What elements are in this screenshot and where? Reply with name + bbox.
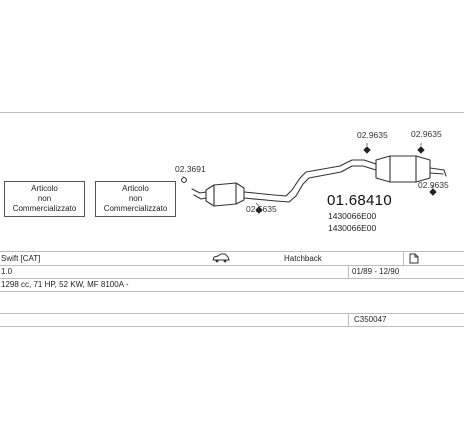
intermediate-pipe (243, 159, 377, 197)
document-icon (409, 253, 419, 264)
not-available-box: Articolo non Commercializzato (95, 181, 176, 217)
mounting-rubber (429, 188, 437, 196)
row-separator (0, 251, 464, 252)
car-icon (212, 253, 230, 263)
not-available-box: Articolo non Commercializzato (4, 181, 85, 217)
catalog-code: C350047 (354, 315, 387, 324)
row-separator (0, 278, 464, 279)
leader-line (255, 202, 260, 207)
catalytic-converter (205, 182, 245, 207)
not-available-line: non (128, 194, 143, 203)
mounting-rubber (363, 146, 371, 154)
not-available-line: Articolo (122, 184, 149, 193)
main-part-number: 01.68410 (327, 192, 392, 209)
rear-silencer (375, 155, 431, 183)
column-separator (348, 265, 349, 278)
engine-size: 1.0 (1, 267, 13, 276)
part-number-label: 02.9635 (357, 130, 388, 140)
intermediate-pipe (243, 165, 377, 203)
not-available-line: Commercializzato (12, 204, 77, 213)
leader-line (431, 184, 434, 189)
not-available-line: Articolo (31, 184, 58, 193)
production-dates: 01/89 - 12/90 (352, 267, 400, 276)
vehicle-body-type: Hatchback (284, 254, 322, 263)
oe-reference: 1430066E00 (328, 223, 377, 233)
part-number-label: 02.9635 (418, 180, 449, 190)
not-available-line: Commercializzato (103, 204, 168, 213)
vehicle-model: Swift [CAT] (1, 254, 41, 263)
front-pipe (193, 194, 207, 200)
top-border (0, 112, 464, 113)
not-available-line: non (37, 194, 52, 203)
clamp-marker (181, 177, 187, 183)
column-separator (348, 313, 349, 326)
oe-reference: 1430066E00 (328, 211, 377, 221)
part-number-label: 02.3691 (175, 164, 206, 174)
row-separator (0, 313, 464, 314)
mounting-rubber (255, 206, 263, 214)
front-pipe (191, 188, 207, 194)
row-separator (0, 265, 464, 266)
tail-pipe (429, 167, 447, 177)
row-separator (0, 291, 464, 292)
rear-silencer-detail (389, 155, 417, 183)
part-number-label: 02.9635 (411, 129, 442, 139)
part-number-label: 02.5635 (246, 204, 277, 214)
row-separator (0, 326, 464, 327)
engine-spec: 1298 cc, 71 HP, 52 KW, MF 8100A - (1, 280, 129, 289)
column-separator (403, 251, 404, 265)
catalytic-converter-detail (213, 182, 237, 207)
mounting-rubber (417, 146, 425, 154)
